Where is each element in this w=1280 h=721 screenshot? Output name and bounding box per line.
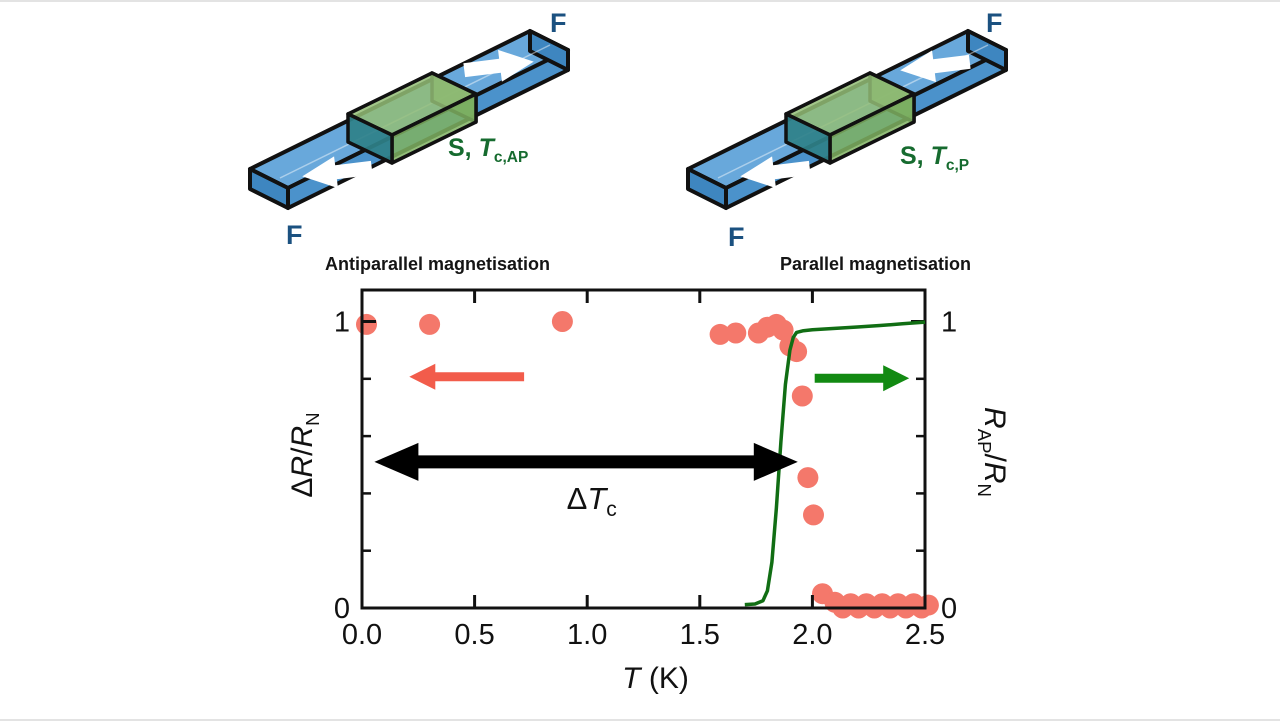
right_axis-tick-label: 0 — [941, 593, 957, 625]
delta-r-data-point — [772, 319, 794, 341]
axis-label-part: Δ — [286, 477, 319, 498]
left_axis-tick-label: 0 — [334, 593, 350, 625]
magnetisation-arrow-glyph-left — [740, 156, 811, 189]
image-edge-bottom — [0, 719, 1280, 721]
right-axis-series-arrow — [814, 365, 910, 392]
right_axis-tick-label: 1 — [941, 307, 957, 339]
s-label-prefix: S, — [448, 134, 479, 162]
x-tick-label: 1.5 — [680, 619, 720, 651]
fsf-bar-antiparallel — [248, 29, 570, 210]
magnetisation-arrow-top — [463, 49, 534, 82]
delta-r-data-point — [725, 322, 747, 344]
diagram-caption: Parallel magnetisation — [779, 254, 972, 274]
axis-label-subscript: N — [974, 483, 995, 497]
axis-label-part: R — [978, 407, 1011, 429]
s-label-subscript: c,P — [945, 157, 970, 174]
left_axis-tick-label: 1 — [334, 307, 350, 339]
s-label-subscript: c,AP — [493, 149, 529, 166]
s-layer-label: S, Tc,AP — [448, 134, 528, 167]
f-label-top: F — [986, 8, 1003, 38]
delta-r-data-point — [356, 313, 377, 335]
delta-tc-symbol: T — [587, 481, 608, 516]
plot-frame — [360, 288, 927, 610]
x-tick-label: 0.5 — [454, 619, 494, 651]
right-axis-label: RAP/RN — [973, 407, 1011, 497]
axis-label-part: / — [978, 453, 1011, 462]
f-label-bottom: F — [286, 220, 303, 250]
delta-r-data-point — [419, 313, 441, 335]
bar-right-cap — [528, 29, 570, 72]
axis-label-part: R — [286, 425, 319, 448]
bar-left-cap — [248, 167, 290, 210]
s-label-symbol: T — [478, 134, 494, 162]
magnetisation-arrow-top — [900, 50, 971, 83]
delta-r-data-point — [551, 311, 573, 332]
parallel-diagram: F F S, Tc,P Parallel magnetisation — [686, 6, 1033, 296]
r-ap-curve — [744, 320, 926, 607]
x-axis-label-unit: (K) — [641, 662, 689, 695]
delta-r-data-point — [791, 385, 813, 407]
delta-tc-range-arrow — [374, 442, 798, 481]
s-label-symbol: T — [930, 142, 946, 170]
axis-label-subscript: N — [302, 412, 323, 426]
bar-right-cap — [966, 29, 1008, 72]
magnetisation-arrow-bottom — [740, 156, 811, 189]
delta-r-data-point — [797, 467, 819, 489]
magnetisation-arrow-glyph-left — [302, 156, 373, 189]
left-axis-series-arrow — [409, 363, 525, 390]
x-axis-label: T (K) — [622, 662, 689, 695]
left-axis-label: ΔR/RN — [286, 412, 324, 497]
x-tick-label: 2.5 — [905, 619, 945, 651]
x-axis-label-symbol: T — [622, 662, 643, 695]
magnetisation-arrow-bottom — [302, 156, 373, 189]
s-layer-left-cap — [346, 112, 394, 165]
x-tick-label: 1.0 — [567, 619, 607, 651]
bar-left-cap — [686, 167, 728, 210]
delta-r-data-point — [917, 594, 939, 616]
antiparallel-diagram: F F S, Tc,AP Antiparallel magnetisation — [248, 6, 595, 296]
delta-tc-subscript: c — [606, 498, 617, 521]
f-label-top: F — [550, 8, 567, 38]
x-tick-label: 0.0 — [342, 619, 382, 651]
axis-label-part: R — [286, 455, 319, 478]
image-edge-top — [0, 0, 1280, 2]
axis-label-subscript: AP — [974, 428, 995, 454]
f-label-bottom: F — [728, 222, 745, 252]
diagram-caption: Antiparallel magnetisation — [324, 254, 551, 274]
magnetisation-arrow-glyph-right — [463, 49, 534, 82]
axis-label-part: R — [978, 461, 1011, 484]
delta-r-data-point — [803, 504, 824, 526]
s-layer-left-cap — [784, 112, 832, 165]
x-tick-label: 2.0 — [792, 619, 832, 651]
axis-label-part: / — [286, 447, 319, 456]
s-layer-label: S, Tc,P — [900, 142, 969, 175]
magnetisation-arrow-glyph-left — [900, 50, 971, 83]
delta-tc-label: ΔTc — [567, 481, 617, 521]
s-label-prefix: S, — [900, 142, 931, 170]
delta-tc-prefix: Δ — [567, 481, 588, 516]
delta-r-data-point — [709, 323, 731, 345]
fsf-bar-parallel — [686, 29, 1008, 210]
